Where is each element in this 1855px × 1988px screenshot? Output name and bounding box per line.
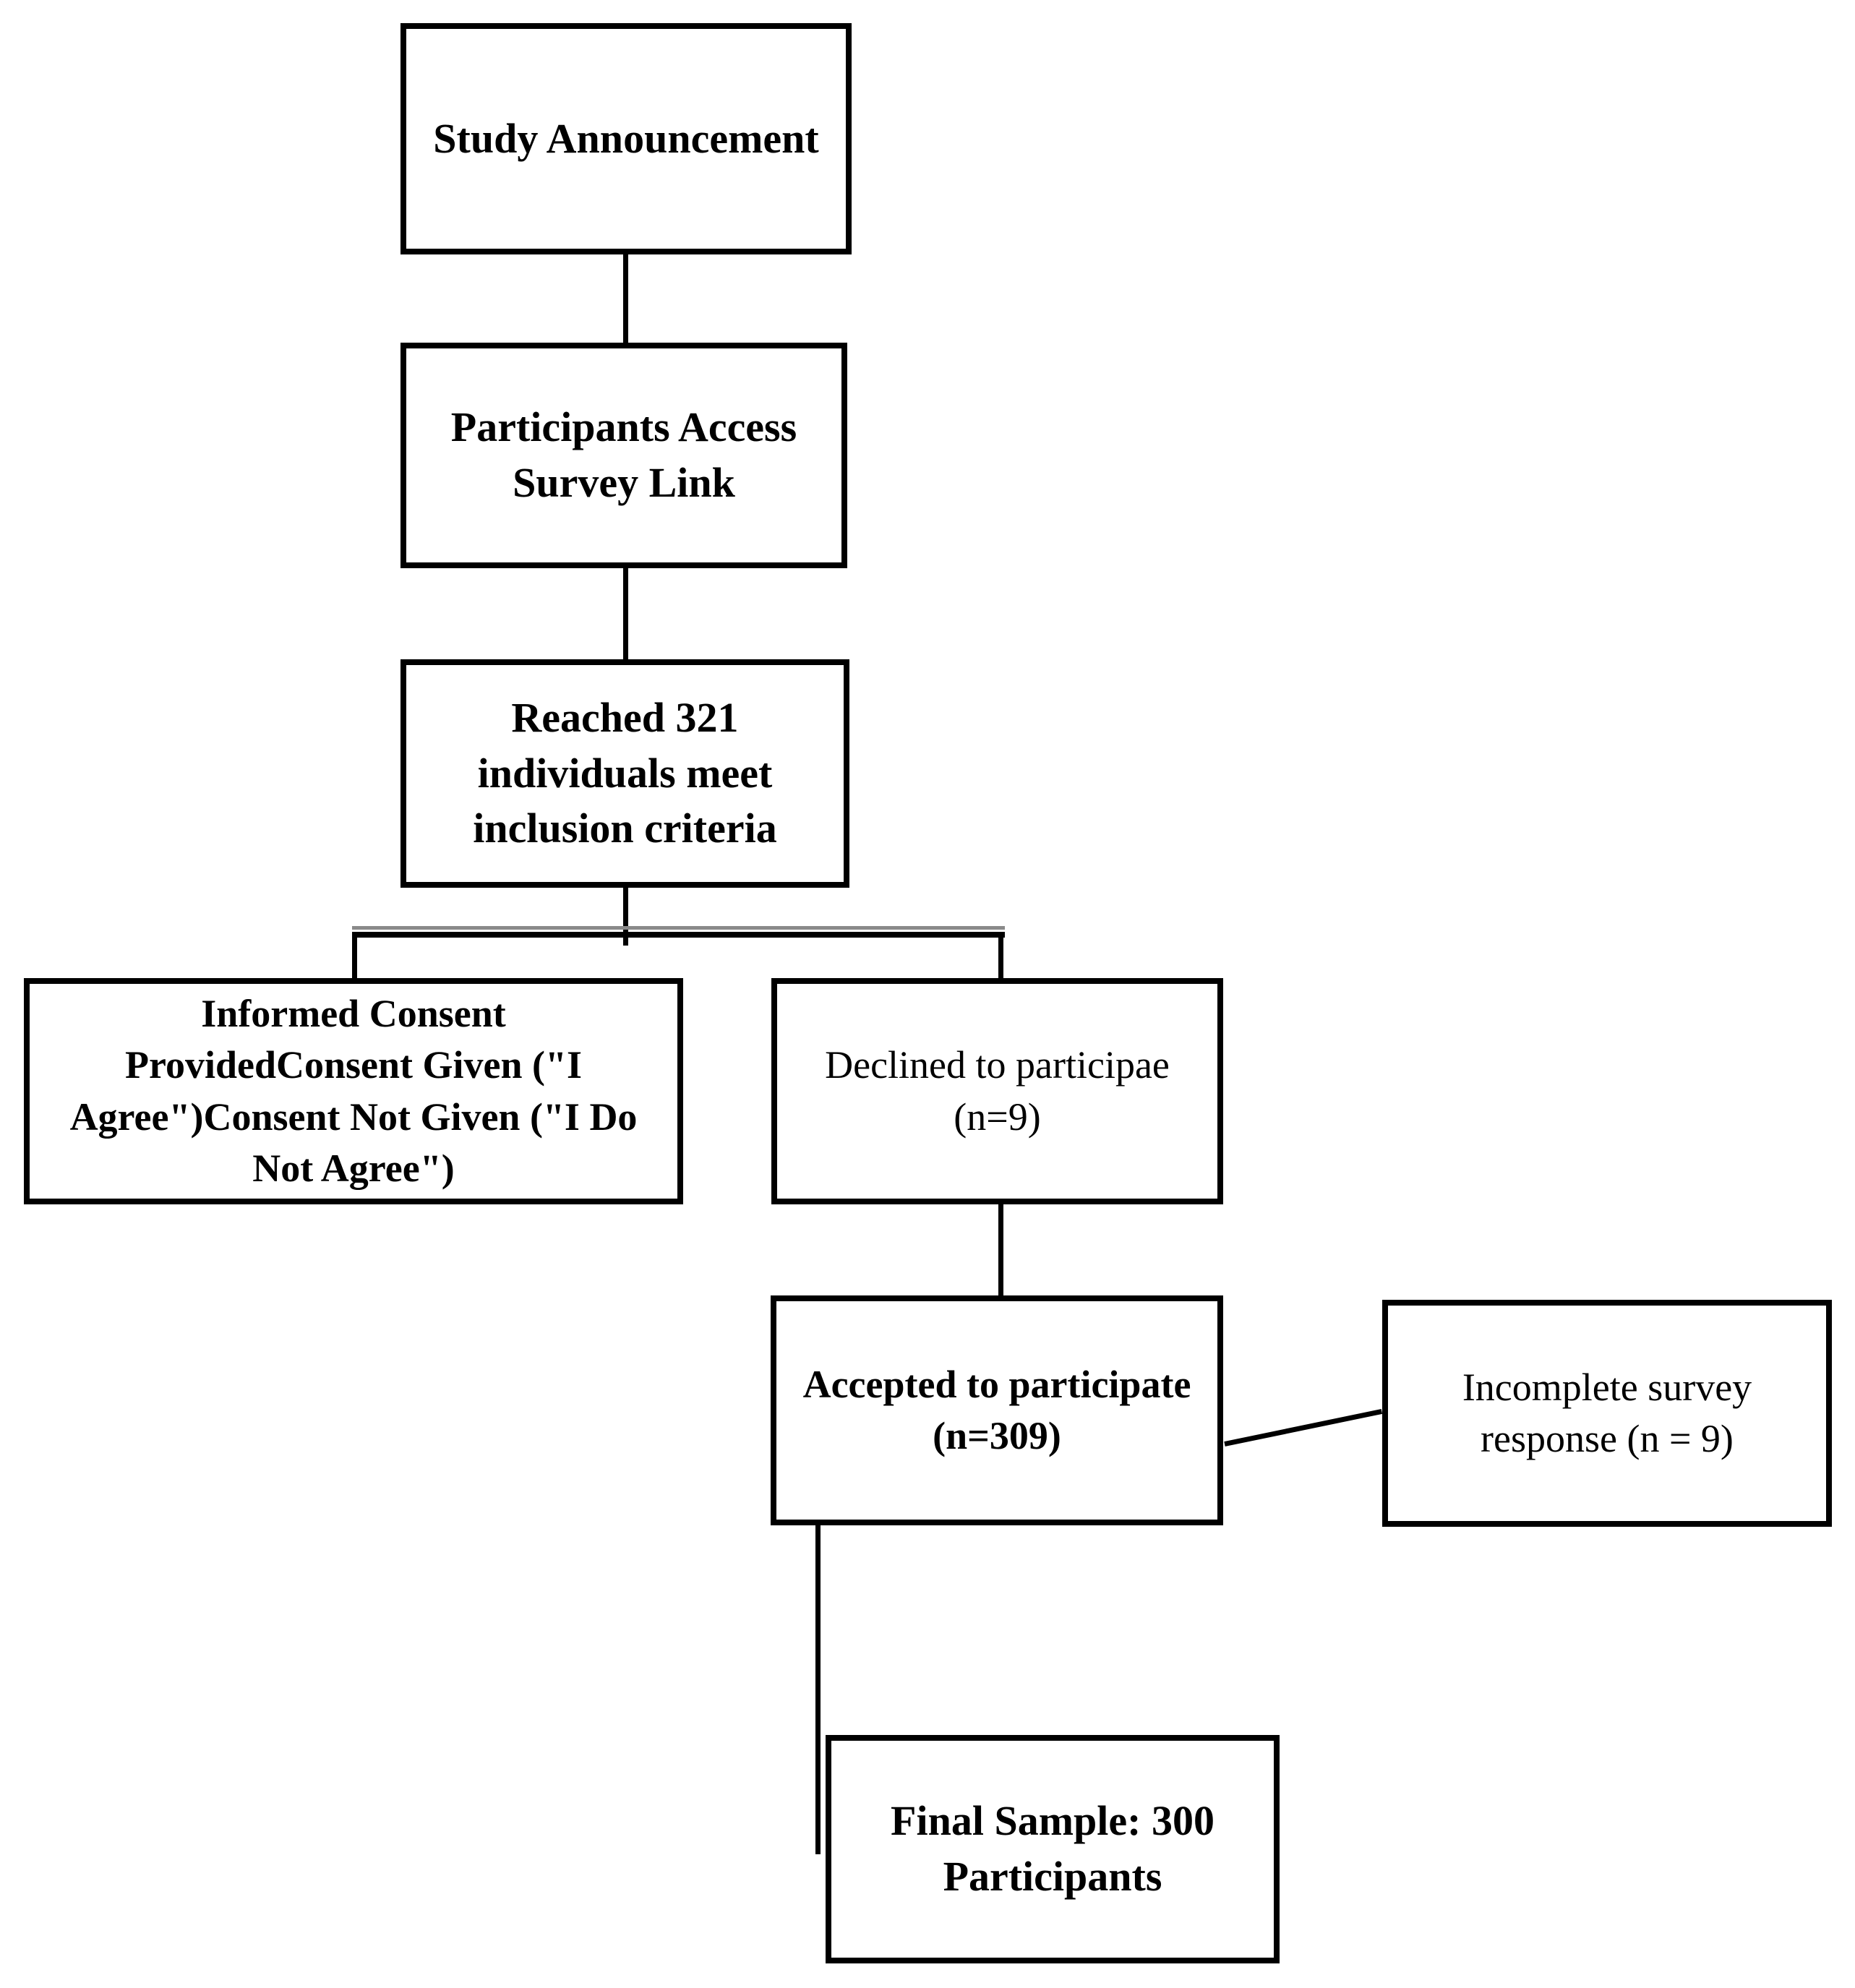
- flow-box-incomplete-survey-response: Incomplete survey response (n = 9): [1382, 1300, 1832, 1527]
- flow-box-informed-consent: Informed Consent ProvidedConsent Given (…: [24, 978, 683, 1204]
- branch-horizontal-line: [352, 932, 1005, 938]
- flow-box-study-announcement: Study Announcement: [400, 23, 852, 254]
- connector-accepted-to-incomplete: [1224, 1409, 1383, 1447]
- flow-box-declined-to-participate: Declined to participae (n=9): [771, 978, 1223, 1204]
- branch-drop-to-declined: [998, 932, 1003, 978]
- connector-accepted-to-final: [815, 1525, 821, 1854]
- connector-study-to-access: [623, 254, 628, 343]
- flow-box-final-sample: Final Sample: 300 Participants: [826, 1735, 1280, 1963]
- flow-box-reached-inclusion-criteria: Reached 321 individuals meet inclusion c…: [400, 659, 849, 888]
- branch-line-gray-artifact: [352, 926, 1005, 930]
- connector-reached-to-branch: [623, 886, 628, 946]
- branch-drop-to-consent: [352, 932, 357, 978]
- flow-box-participants-access-survey-link: Participants Access Survey Link: [400, 343, 847, 568]
- flow-box-accepted-to-participate: Accepted to participate (n=309): [771, 1295, 1223, 1525]
- connector-declined-to-accepted: [998, 1204, 1003, 1295]
- connector-access-to-reached: [623, 568, 628, 659]
